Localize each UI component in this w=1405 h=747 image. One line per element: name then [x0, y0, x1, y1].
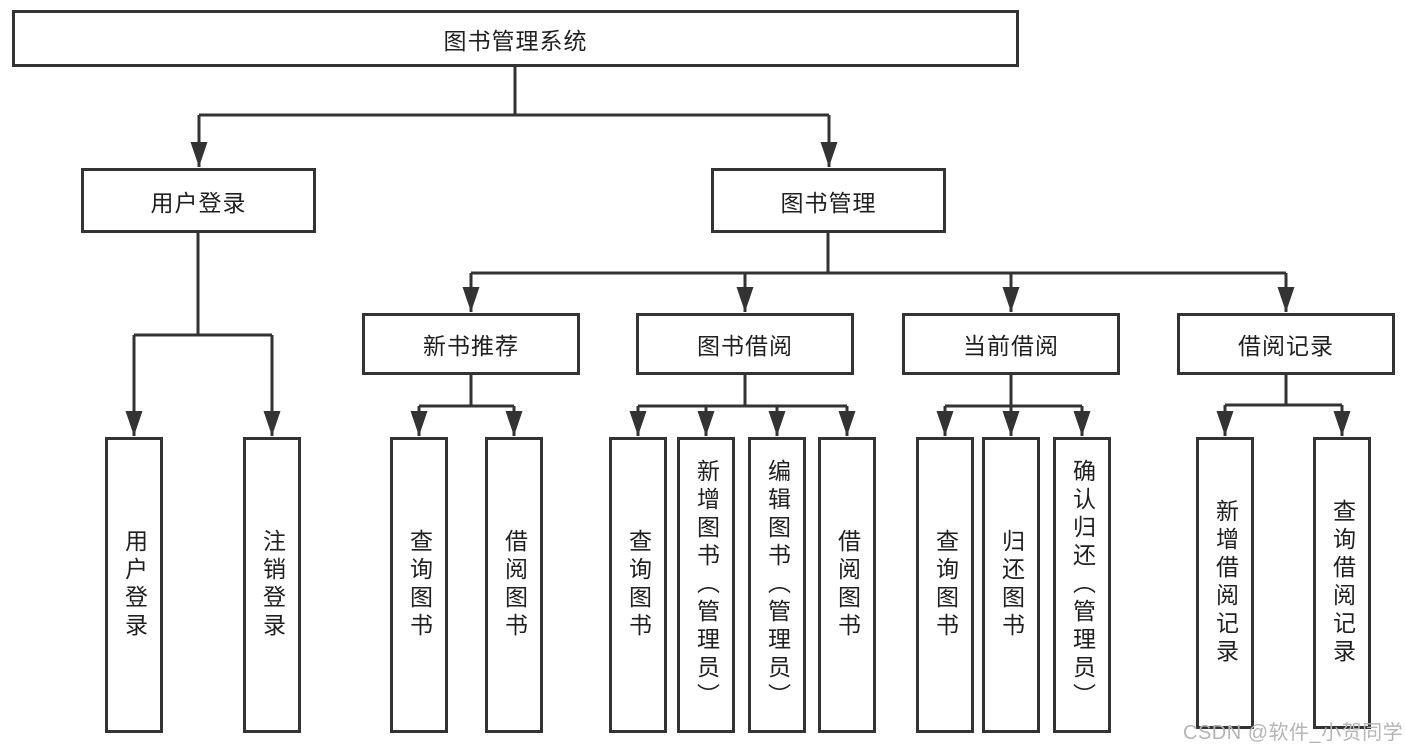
leaf-bb-borrow-books: 借阅图书	[818, 437, 876, 733]
node-label: 查询图书	[406, 529, 433, 641]
node-label: 查询图书	[932, 529, 959, 641]
node-label: 借阅图书	[834, 529, 861, 641]
node-label: 用户登录	[121, 529, 148, 641]
connector-root	[190, 67, 838, 167]
node-user-login: 用户登录	[81, 168, 316, 233]
connector-book-mgmt	[462, 233, 1295, 312]
node-label: 图书借阅	[697, 333, 793, 359]
leaf-nb-borrow-books: 借阅图书	[485, 437, 543, 733]
leaf-nb-query-books: 查询图书	[390, 437, 448, 733]
connector-borrow-records	[1216, 375, 1351, 436]
node-label: 图书管理	[780, 189, 877, 216]
leaf-bb-query-books: 查询图书	[609, 437, 667, 733]
connector-book-borrow	[629, 375, 856, 436]
node-current-borrow: 当前借阅	[902, 313, 1120, 375]
leaf-bb-add-books-admin: 新增图书（管理员）	[677, 437, 735, 733]
node-label: 新增借阅记录	[1212, 499, 1239, 667]
node-label: 用户登录	[150, 189, 247, 216]
leaf-rec-add-borrow-record: 新增借阅记录	[1196, 437, 1254, 729]
node-label: 图书管理系统	[443, 27, 588, 54]
node-label: 当前借阅	[963, 333, 1059, 359]
leaf-cb-return-books: 归还图书	[982, 437, 1040, 733]
node-label: 注销登录	[259, 529, 286, 641]
node-book-mgmt: 图书管理	[711, 168, 946, 233]
leaf-bb-edit-books-admin: 编辑图书（管理员）	[748, 437, 806, 733]
connector-user-login	[125, 233, 281, 436]
leaf-logout: 注销登录	[243, 437, 301, 733]
node-label: 借阅记录	[1238, 333, 1334, 359]
csdn-watermark: CSDN @软件_小贺同学	[1183, 722, 1404, 744]
node-label: 编辑图书（管理员）	[764, 459, 791, 711]
node-label: 新书推荐	[423, 333, 519, 359]
node-label: 查询图书	[625, 529, 652, 641]
node-root-system: 图书管理系统	[12, 10, 1019, 67]
node-label: 归还图书	[998, 529, 1025, 641]
node-borrow-records: 借阅记录	[1177, 313, 1395, 375]
node-book-borrow: 图书借阅	[636, 313, 854, 375]
leaf-user-login: 用户登录	[105, 437, 163, 733]
node-label: 确认归还（管理员）	[1069, 459, 1096, 711]
node-label: 新增图书（管理员）	[693, 459, 720, 711]
leaf-cb-confirm-return-admin: 确认归还（管理员）	[1053, 437, 1111, 733]
connector-current-borrow	[936, 375, 1091, 436]
leaf-cb-query-books: 查询图书	[916, 437, 974, 733]
node-new-book-recommend: 新书推荐	[362, 313, 580, 375]
node-label: 借阅图书	[501, 529, 528, 641]
connector-new-book	[410, 375, 523, 436]
leaf-rec-query-borrow-record: 查询借阅记录	[1313, 437, 1371, 729]
node-label: 查询借阅记录	[1329, 499, 1356, 667]
